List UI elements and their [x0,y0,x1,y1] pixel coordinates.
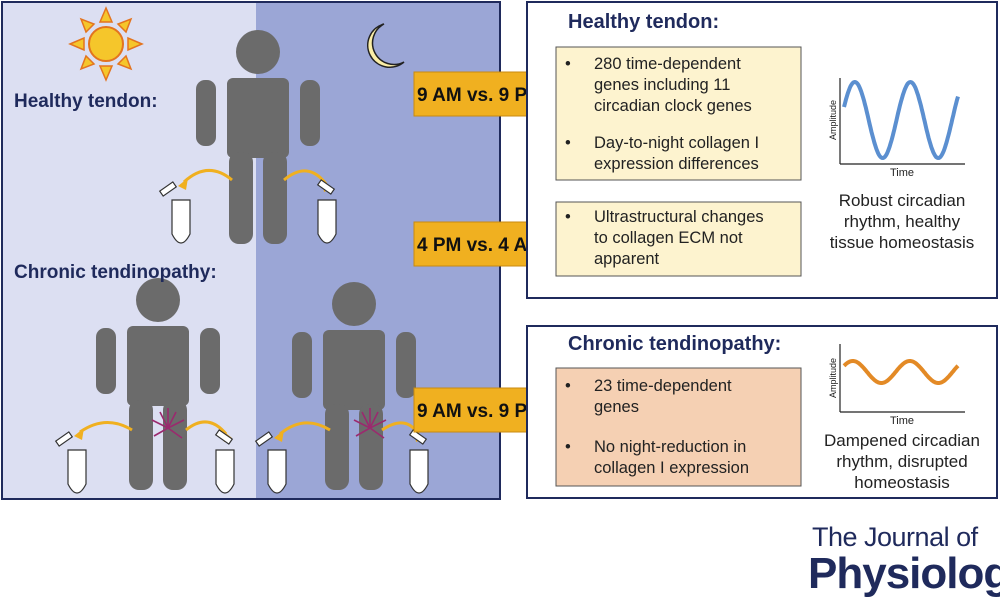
bullet-marker: • [565,55,571,73]
bullet-line: No night-reduction in [594,438,746,456]
caption-line: Dampened circadian [824,431,980,450]
chronic-caption: Dampened circadian rhythm, disrupted hom… [824,431,980,492]
caption-line: rhythm, healthy [844,212,961,231]
bullet-marker: • [565,438,571,456]
caption-line: tissue homeostasis [830,233,975,252]
chronic-person-1-icon [96,278,220,490]
graph-ylabel: Amplitude [828,358,838,398]
healthy-bullets: • 280 time-dependent genes including 11 … [565,55,759,173]
bullet-line: genes including 11 [594,76,730,94]
moon-icon [367,23,405,68]
bullet-line: 23 time-dependent [594,377,732,395]
caption-line: rhythm, disrupted [836,452,967,471]
graph-xlabel: Time [890,167,914,179]
bullet-line: apparent [594,250,660,268]
bullet-marker: • [565,134,571,152]
healthy-sine-wave [842,79,960,161]
comparison-arrow-3-label: 9 AM vs. 9 PM [417,401,543,422]
chronic-bullets-box [555,367,802,487]
bullet-line: Day-to-night collagen I [594,134,759,152]
chronic-rhythm-graph: Amplitude Time [828,344,965,427]
caption-line: Robust circadian [839,191,966,210]
healthy-person-icon [196,30,320,244]
healthy-bullets-box [555,46,802,181]
chronic-results-title: Chronic tendinopathy: [568,333,781,355]
ultrastructure-bullets: • Ultrastructural changes to collagen EC… [565,208,764,268]
healthy-tendon-label: Healthy tendon: [14,91,158,112]
bullet-line: collagen I expression [594,459,749,477]
bullet-line: genes [594,398,639,416]
ultrastructure-bullets-box [555,201,802,277]
chronic-tendinopathy-label: Chronic tendinopathy: [14,262,217,283]
bullet-line: Ultrastructural changes [594,208,764,226]
healthy-rhythm-graph: Amplitude Time [828,78,965,179]
bullet-line: to collagen ECM not [594,229,743,247]
chronic-bullets: • 23 time-dependent genes • No night-red… [565,377,749,477]
healthy-results-title: Healthy tendon: [568,11,719,33]
inflammation-icon [151,408,185,439]
bullet-line: expression differences [594,155,759,173]
sample-tube-icons [54,179,429,494]
bullet-marker: • [565,208,571,226]
journal-name-line1: The Journal of [812,522,978,552]
chronic-sine-wave [842,359,960,385]
bullet-line: 280 time-dependent [594,55,741,73]
comparison-arrow-2-label: 4 PM vs. 4 AM [417,235,543,256]
bullet-marker: • [565,377,571,395]
comparison-arrow-1-label: 9 AM vs. 9 PM [417,85,543,106]
inflammation-icon [353,408,387,439]
healthy-caption: Robust circadian rhythm, healthy tissue … [830,191,975,252]
sun-icon [68,6,144,82]
journal-name-line2: Physiology [808,549,1000,598]
graph-xlabel: Time [890,415,914,427]
bullet-line: circadian clock genes [594,97,752,115]
graph-ylabel: Amplitude [828,100,838,140]
caption-line: homeostasis [854,473,949,492]
